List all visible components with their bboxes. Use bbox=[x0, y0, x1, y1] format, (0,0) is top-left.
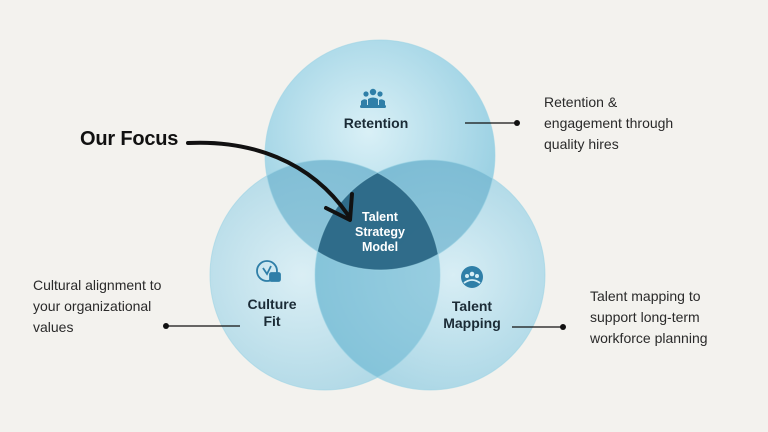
center-label-line-1: Talent bbox=[362, 210, 398, 224]
center-label: Talent Strategy Model bbox=[340, 210, 420, 255]
talent-note-line-2: support long-term bbox=[590, 309, 700, 325]
talent-note-line-3: workforce planning bbox=[590, 330, 708, 346]
retention-connector bbox=[465, 120, 520, 126]
culture-badge-icon bbox=[256, 260, 281, 282]
talent-note: Talent mapping to support long-term work… bbox=[590, 286, 708, 349]
center-intersection bbox=[315, 160, 440, 270]
talent-mapping-label-line-2: Mapping bbox=[443, 315, 501, 331]
retention-note-line-2: engagement through bbox=[544, 115, 674, 131]
talent-group-icon bbox=[461, 266, 483, 288]
center-label-line-3: Model bbox=[361, 240, 399, 254]
culture-note-line-3: values bbox=[33, 319, 74, 335]
culture-note-line-1: Cultural alignment to bbox=[33, 277, 162, 293]
our-focus-label: Our Focus bbox=[80, 128, 179, 150]
talent-note-line-1: Talent mapping to bbox=[590, 288, 701, 304]
culture-note: Cultural alignment to your organizationa… bbox=[33, 275, 161, 338]
talent-connector bbox=[512, 324, 566, 330]
culture-note-line-2: your organizational bbox=[33, 298, 152, 314]
focus-arrow bbox=[186, 140, 350, 217]
focus-arrow-head bbox=[324, 192, 354, 222]
culture-fit-label-line-1: Culture bbox=[247, 296, 297, 312]
center-label-line-2: Strategy bbox=[354, 225, 406, 239]
retention-label-line: Retention bbox=[343, 115, 409, 131]
retention-note-line-3: quality hires bbox=[544, 136, 619, 152]
talent-mapping-label-line-1: Talent bbox=[451, 298, 493, 314]
retention-label: Retention bbox=[330, 115, 422, 132]
retention-note: Retention & engagement through quality h… bbox=[544, 92, 673, 155]
talent-mapping-label: Talent Mapping bbox=[432, 298, 512, 332]
retention-note-line-1: Retention & bbox=[544, 94, 618, 110]
culture-fit-label-line-2: Fit bbox=[263, 313, 281, 329]
culture-connector bbox=[163, 323, 240, 329]
culture-fit-label: Culture Fit bbox=[232, 296, 312, 330]
team-icon bbox=[360, 88, 386, 108]
